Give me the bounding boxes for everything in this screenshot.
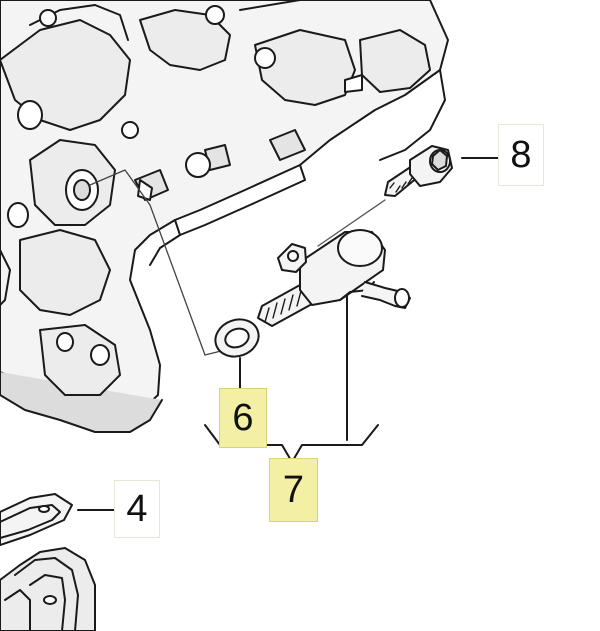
bolt-part-8 [384,145,453,197]
engine-block-casting [0,0,449,433]
gasket-part-4 [0,493,73,546]
callout-label-6: 6 [219,388,267,448]
lower-housing-part [0,547,96,631]
callout-4-text: 4 [126,488,148,530]
callout-label-7: 7 [269,458,318,522]
callout-6-text: 6 [232,397,254,439]
callout-8-text: 8 [510,134,532,176]
callout-label-8: 8 [498,124,544,186]
solenoid-valve-part-7 [257,229,411,327]
assembly-leader-dashed [89,169,226,356]
o-ring-part-6 [214,318,260,358]
assembly-dashed-line-bolt [317,199,386,247]
callout-7-text: 7 [282,469,305,511]
callout-label-4: 4 [114,480,160,538]
